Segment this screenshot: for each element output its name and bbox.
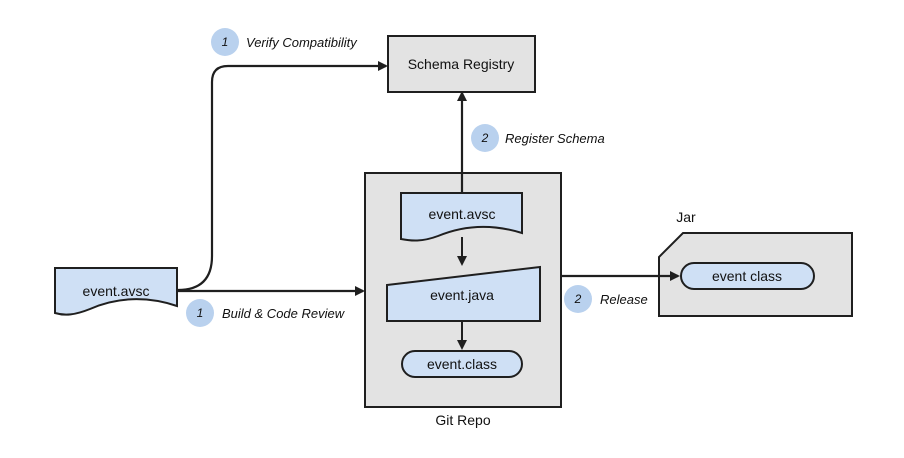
repo-java-label: event.java [430,287,494,303]
verify-step-number: 1 [222,35,229,49]
source-avsc-label: event.avsc [83,283,150,299]
verify-step-badge [211,28,239,56]
release-step-number: 2 [574,292,582,306]
release-edge-label: 2 Release [564,285,648,313]
release-label: Release [600,292,648,307]
source-avsc-document [54,267,178,316]
repo-class-label: event.class [427,356,497,372]
schema-registry-box [387,35,536,93]
register-label: Register Schema [505,131,605,146]
register-step-badge [471,124,499,152]
repo-avsc-document [400,192,523,242]
build-step-number: 1 [197,306,204,320]
jar-class-pill [680,262,815,290]
verify-edge [177,61,388,292]
repo-java-shape [386,265,541,322]
build-edge-label: 1 Build & Code Review [186,299,346,327]
release-step-badge [564,285,592,313]
build-label: Build & Code Review [222,306,346,321]
repo-class-pill [401,350,523,378]
jar-label: Jar [676,209,696,225]
jar-class-label: event class [712,268,782,284]
verify-label: Verify Compatibility [246,35,358,50]
verify-edge-label: 1 Verify Compatibility [211,28,358,56]
repo-avsc-label: event.avsc [429,206,496,222]
git-repo-label: Git Repo [435,412,490,428]
register-edge-label: 2 Register Schema [471,124,605,152]
register-step-number: 2 [481,131,489,145]
build-step-badge [186,299,214,327]
schema-registry-label: Schema Registry [408,56,515,72]
